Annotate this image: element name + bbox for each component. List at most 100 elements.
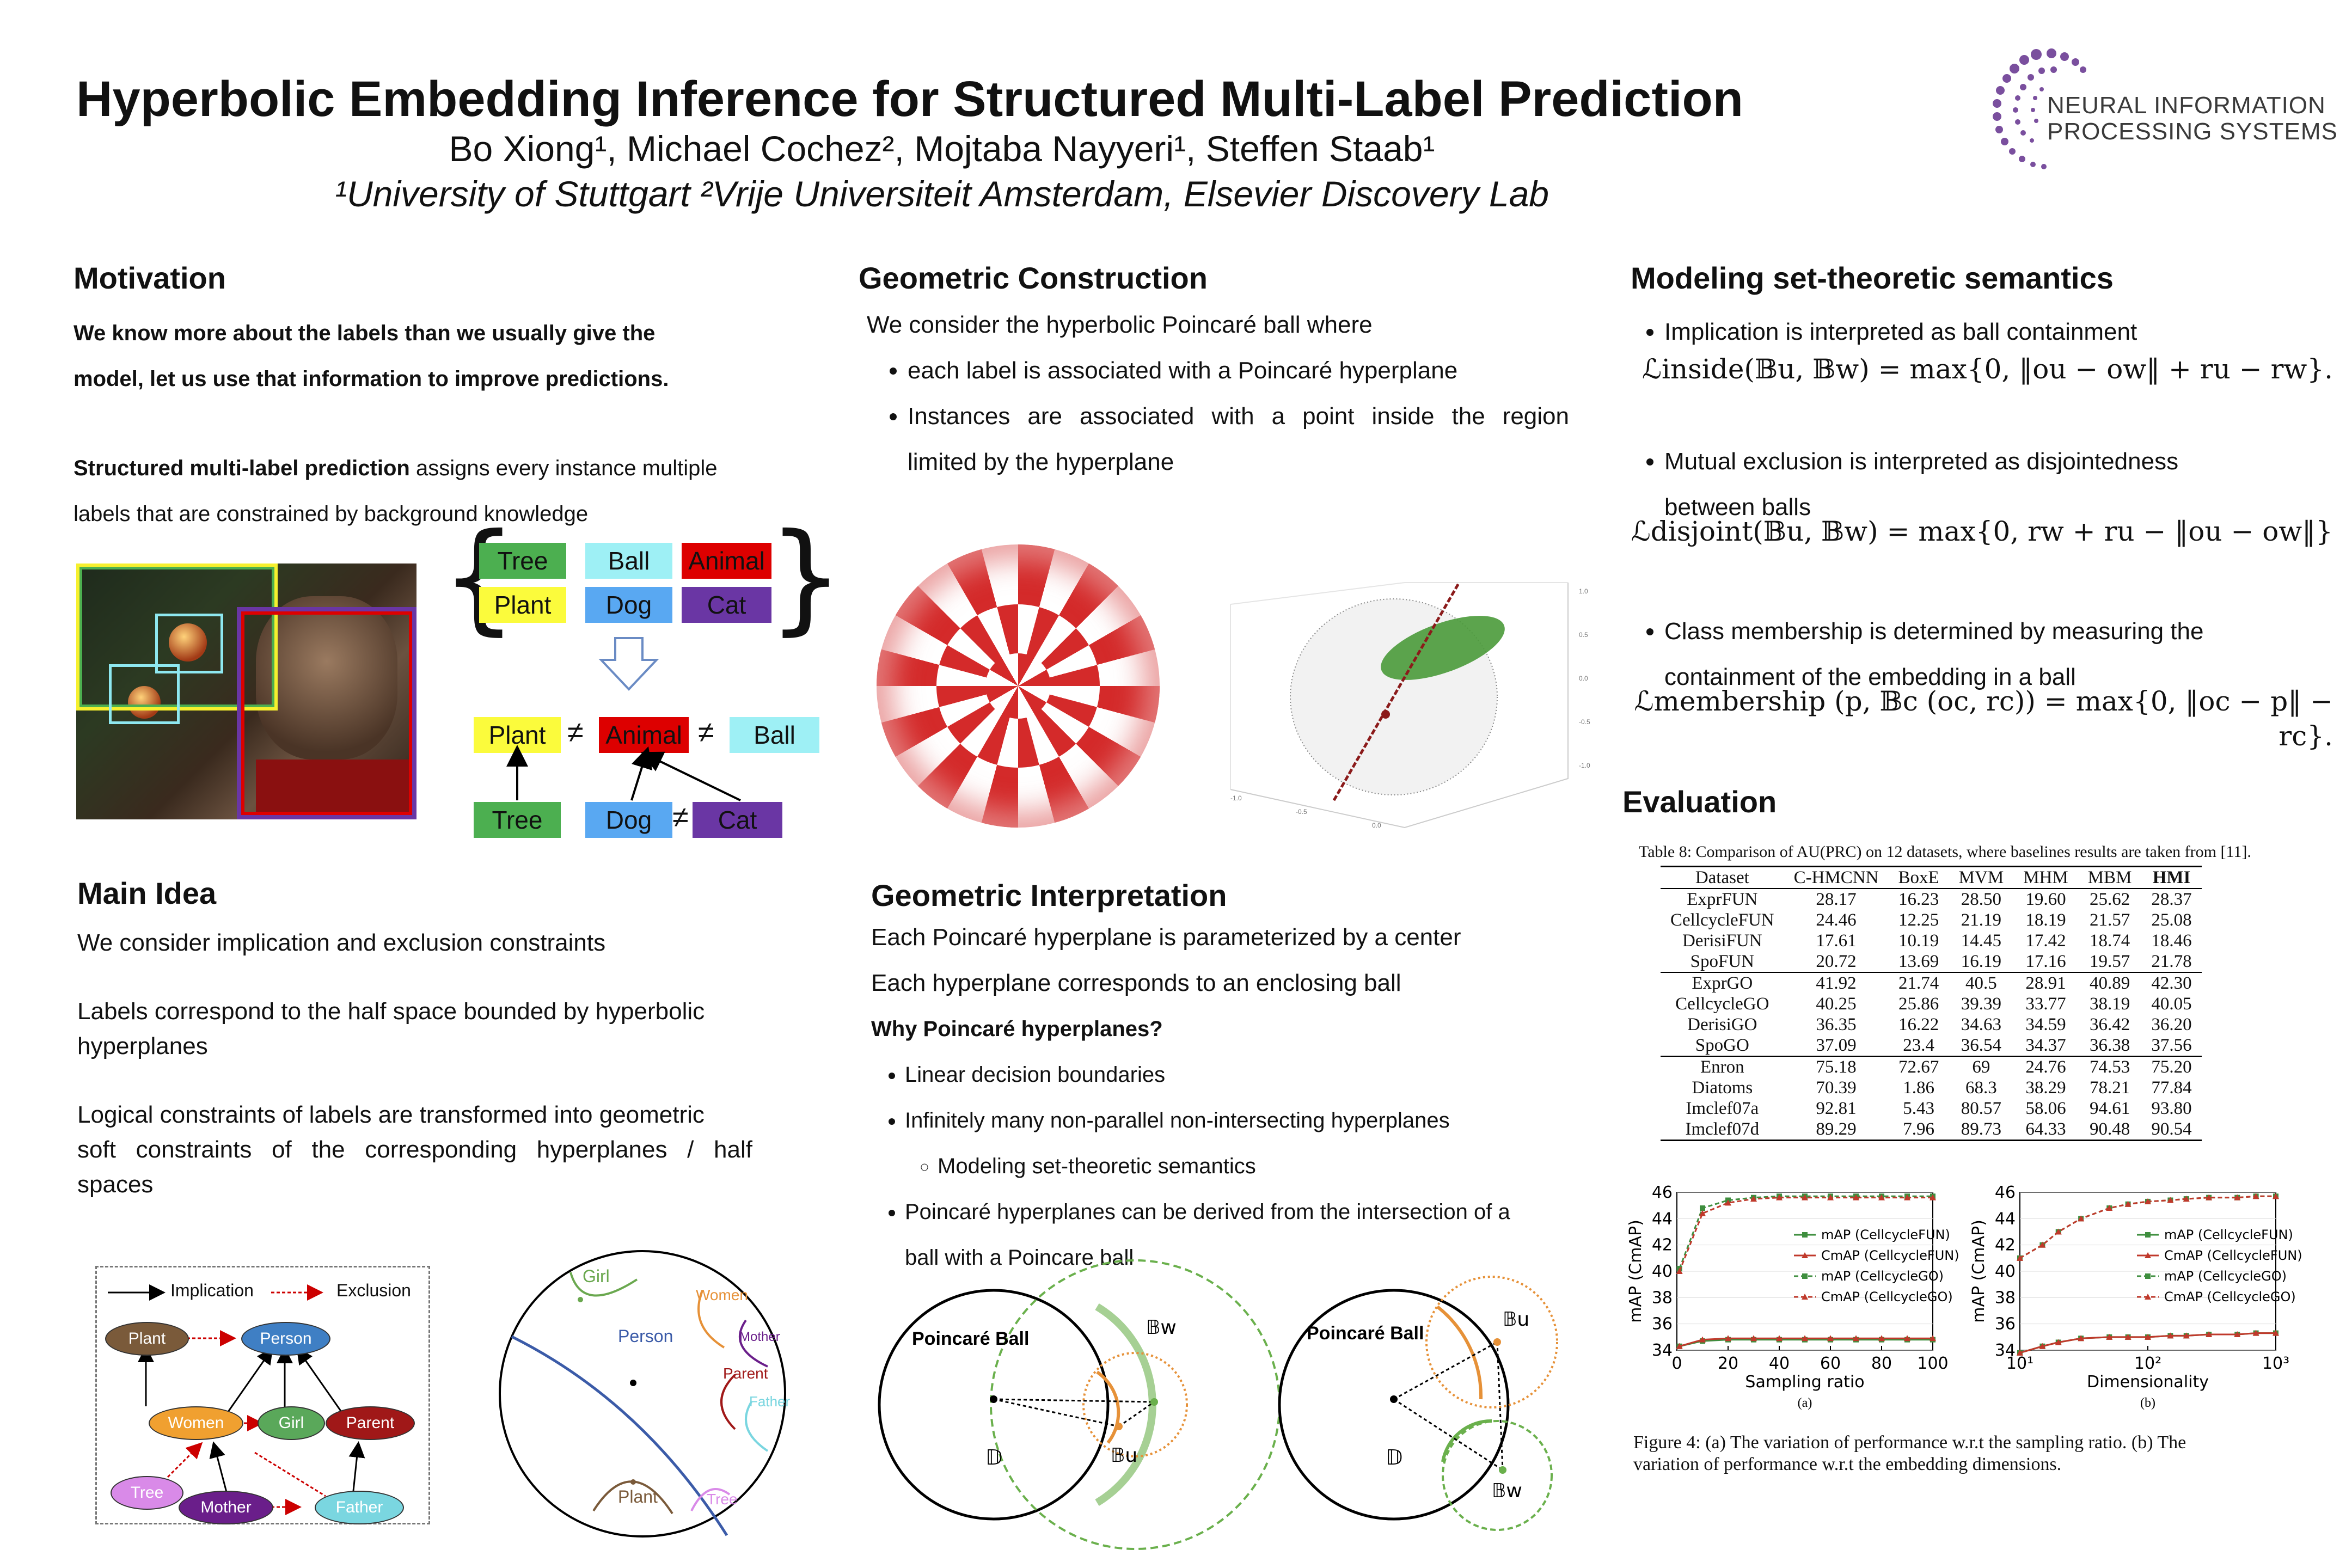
x-tick-label: 10³ — [2262, 1354, 2289, 1373]
table-cell: 7.96 — [1888, 1119, 1949, 1141]
legend-marker — [1802, 1294, 1808, 1300]
constraint-graph: Implication Exclusion Plant Person Women… — [95, 1266, 430, 1524]
geo-construction-b2-2: limited by the hyperplane — [908, 449, 1174, 475]
col-header-dataset: Dataset — [1661, 866, 1784, 889]
table-cell: 24.46 — [1816, 910, 1857, 930]
geo-interp-b3-1: Poincaré hyperplanes can be derived from… — [905, 1200, 1510, 1224]
table-cell: 10.19 — [1898, 931, 1939, 951]
disk-label-parent: Parent — [723, 1365, 768, 1382]
table-cell: CellcycleFUN — [1670, 910, 1774, 930]
data-point — [1750, 1196, 1757, 1202]
col-header-c-hmcnn: C-HMCNN — [1784, 866, 1889, 889]
col-header-mhm: MHM — [2013, 866, 2078, 889]
ball-containment-figure: Poincaré Ball 𝔻 𝔹w 𝔹u — [878, 1259, 1281, 1550]
y-tick-label: 42 — [1652, 1236, 1673, 1255]
data-point — [1904, 1194, 1910, 1200]
legend-entry: mAP (CellcycleGO) — [1821, 1269, 1944, 1284]
legend-marker — [1802, 1232, 1808, 1238]
table-cell: 17.16 — [2025, 952, 2066, 971]
col-header-mbm: MBM — [2078, 866, 2142, 889]
disk-label-girl: Girl — [583, 1266, 610, 1286]
legend-exclusion: Exclusion — [336, 1281, 411, 1300]
geo-construction-text: We consider the hyperbolic Poincaré ball… — [867, 302, 1569, 485]
table-cell: 13.69 — [1898, 952, 1939, 971]
data-point — [1802, 1194, 1808, 1200]
geo-interp-b2: Infinitely many non-parallel non-interse… — [905, 1098, 1590, 1189]
smlp-bold: Structured multi-label prediction — [74, 456, 410, 480]
geo-interp-l2: Each hyperplane corresponds to an enclos… — [871, 970, 1401, 996]
data-point — [1853, 1194, 1859, 1200]
hier-ball: Ball — [730, 717, 819, 753]
hier-dog: Dog — [585, 802, 672, 838]
table-cell: 19.57 — [2089, 952, 2130, 971]
ball-fig2-D: 𝔻 — [1386, 1445, 1402, 1469]
smlp-text: Structured multi-label prediction assign… — [74, 445, 836, 537]
modeling-b3-2: containment of the embedding in a ball — [1664, 664, 2076, 690]
modeling-b2-2: between balls — [1664, 494, 1811, 520]
table-cell: ExprFUN — [1687, 890, 1758, 909]
table-caption: Table 8: Comparison of AU(PRC) on 12 dat… — [1639, 843, 2251, 861]
motivation-bold-line-1: We know more about the labels than we us… — [74, 321, 656, 345]
table-cell: DerisiGO — [1687, 1015, 1757, 1034]
ball-fig2-Bu: 𝔹u — [1503, 1308, 1529, 1331]
table-cell: 42.30 — [2141, 972, 2202, 994]
table-cell: 34.37 — [2025, 1036, 2066, 1055]
geo-interp-l1: Each Poincaré hyperplane is parameterize… — [871, 924, 1461, 951]
table-cell: 80.57 — [1961, 1099, 2002, 1118]
equation-disjoint: ℒdisjoint(𝔹u, 𝔹w) = max{0, rw + ru − ‖ou… — [1631, 516, 2333, 547]
data-point — [2183, 1332, 2190, 1339]
node-women: Women — [149, 1406, 243, 1440]
geo-interp-b2-text: Infinitely many non-parallel non-interse… — [905, 1108, 1450, 1132]
data-point — [2055, 1228, 2062, 1235]
data-point — [2106, 1333, 2113, 1340]
authors-line: Bo Xiong¹, Michael Cochez², Mojtaba Nayy… — [449, 128, 1435, 169]
data-point — [2055, 1339, 2062, 1345]
node-plant: Plant — [105, 1322, 189, 1356]
table-cell: 40.89 — [2078, 972, 2142, 994]
tiling-core — [985, 653, 1051, 719]
figure-caption-2: variation of performance w.r.t the embed… — [1633, 1454, 2062, 1474]
modeling-b1: Implication is interpreted as ball conta… — [1664, 309, 2333, 355]
table-cell: 25.86 — [1898, 994, 1939, 1014]
data-point — [2206, 1331, 2213, 1337]
ball-fig1-Bw: 𝔹w — [1146, 1316, 1177, 1339]
table-cell: 21.78 — [2151, 952, 2192, 971]
geo-construction-heading: Geometric Construction — [859, 261, 1208, 295]
table-cell: Diatoms — [1692, 1078, 1753, 1098]
geo-construction-b2-1: Instances are associated with a point in… — [908, 403, 1569, 430]
table-cell: 18.19 — [2025, 910, 2066, 930]
equation-inside: ℒinside(𝔹u, 𝔹w) = max{0, ‖ou − ow‖ + ru … — [1641, 353, 2333, 385]
main-idea-p3-1: Logical constraints of labels are transf… — [77, 1101, 705, 1128]
evaluation-heading: Evaluation — [1622, 785, 1777, 819]
data-point — [1878, 1194, 1885, 1200]
main-idea-heading: Main Idea — [77, 876, 217, 910]
data-point — [1676, 1343, 1683, 1349]
node-person: Person — [241, 1322, 330, 1356]
table-cell: 17.61 — [1816, 931, 1857, 951]
table-cell: Enron — [1661, 1056, 1784, 1077]
table-cell: 90.48 — [2078, 1119, 2142, 1141]
table-cell: 12.25 — [1898, 910, 1939, 930]
table-cell: 36.38 — [2089, 1036, 2130, 1055]
table-cell: 25.62 — [2089, 890, 2130, 909]
y-axis-label: mAP (CmAP) — [1626, 1220, 1645, 1323]
svg-text:-1.0: -1.0 — [1230, 794, 1242, 802]
poster-title: Hyperbolic Embedding Inference for Struc… — [76, 71, 1743, 127]
legend-entry: mAP (CellcycleGO) — [2164, 1269, 2287, 1284]
geo-interp-b1: Linear decision boundaries — [905, 1052, 1590, 1098]
y-tick-label: 36 — [1652, 1315, 1673, 1334]
svg-text:0.0: 0.0 — [1372, 822, 1381, 829]
legend-entry: CmAP (CellcycleGO) — [2164, 1289, 2296, 1304]
table-cell: 77.84 — [2151, 1078, 2192, 1098]
legend-implication: Implication — [170, 1281, 254, 1300]
data-point — [2106, 1205, 2113, 1211]
data-point — [1750, 1335, 1757, 1342]
